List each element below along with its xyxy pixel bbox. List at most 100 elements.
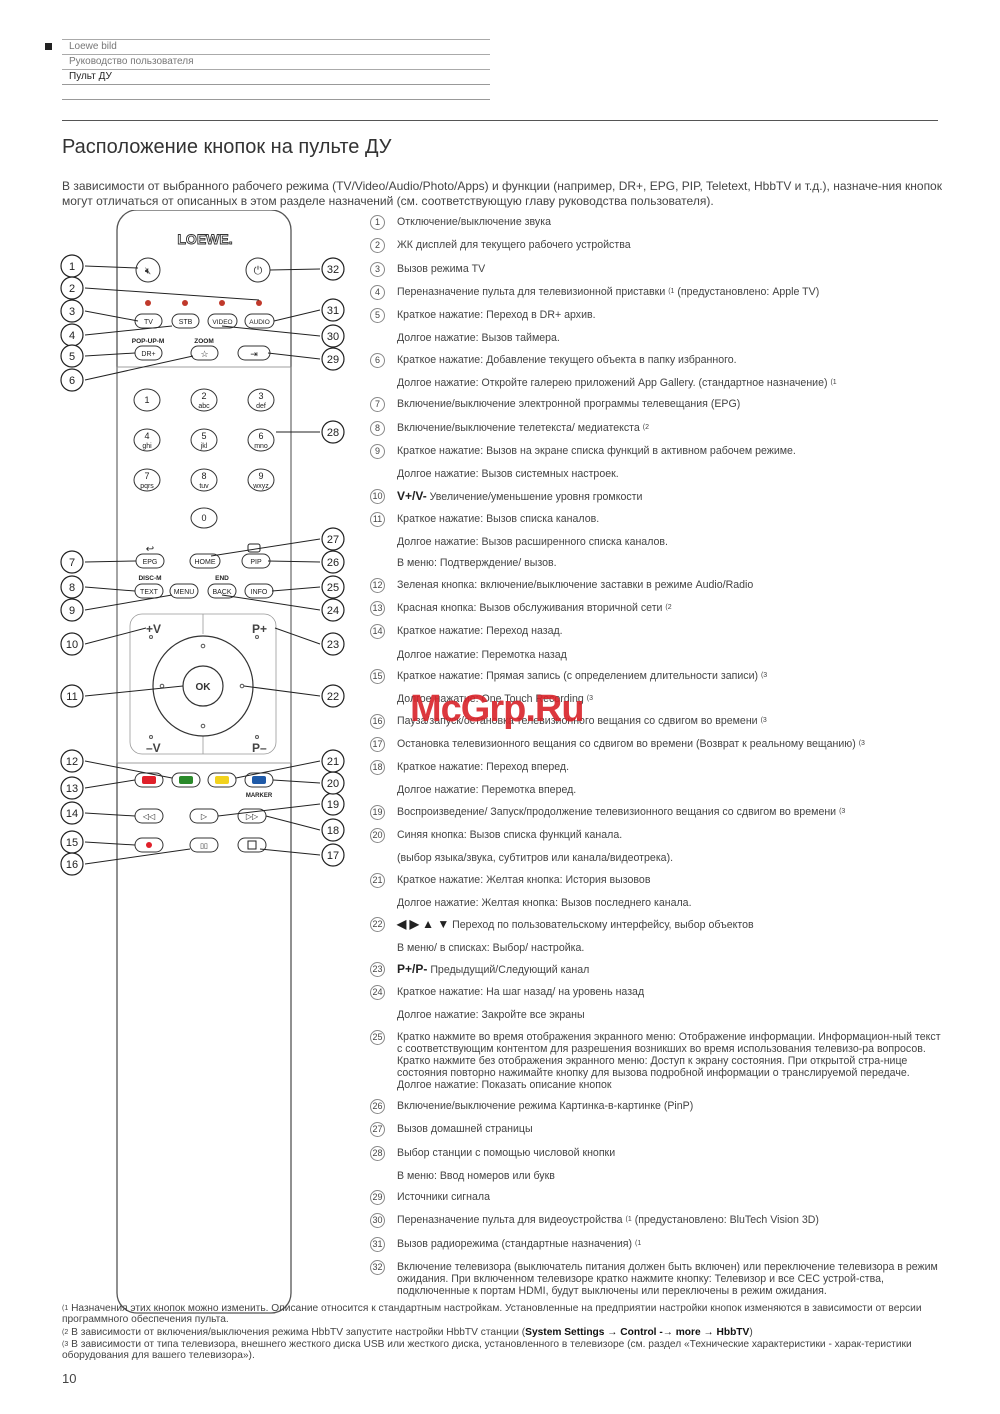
favorite-button[interactable]: ☆ [190,345,219,361]
rewind-button[interactable]: ◁◁ [134,808,164,824]
callout-number: 12 [66,756,78,768]
key-0[interactable]: 0 [190,507,218,529]
home-button[interactable]: HOME [189,553,221,569]
program-down-label[interactable]: P– [252,741,267,755]
footnote-ref: (3 [858,739,865,747]
description-number: 30 [370,1213,385,1229]
description-number: 20 [370,828,385,844]
menu-button[interactable]: MENU [169,583,199,599]
back-button[interactable]: BACK [207,583,237,599]
rewind-icon: ◁◁ [143,812,156,821]
key-1[interactable]: 1 [133,388,161,412]
callout-30: 30 [321,324,345,348]
pause-button[interactable]: ▯▯ [189,837,219,853]
callout-number: 7 [69,557,75,569]
yellow-button[interactable] [207,772,237,788]
key-8-digit: 8 [201,471,206,481]
callout-24: 24 [321,598,345,622]
description-text: Синяя кнопка: Вызов списка функций канал… [397,829,623,842]
volume-up-label[interactable]: +V [146,622,161,636]
footnote-3-text: В зависимости от типа телевизора, внешне… [62,1339,912,1361]
description-text: ЖК дисплей для текущего рабочего устройс… [397,239,631,252]
description-text: Зеленая кнопка: включение/выключение зас… [397,578,754,591]
green-button[interactable] [171,772,201,788]
video-button[interactable]: VIDEO [207,313,238,329]
remote-diagram: LOEWE. 🔇︎ ⏻ TV STB VIDEO AUDIO POP-UP-M … [60,210,345,1314]
stb-label: STB [179,319,193,326]
footnote-1-mark: (1 [62,1305,69,1312]
tv-button[interactable]: TV [134,313,163,329]
drplus-button[interactable]: DR+ [134,345,163,361]
callout-3: 3 [60,299,84,323]
nav-down-indicator [200,723,206,729]
volume-down-label[interactable]: –V [146,741,161,755]
play-icon: ▷ [201,812,208,821]
callout-32: 32 [321,257,345,281]
key-9-letters: wxyz [252,483,269,490]
description-text: Краткое нажатие: Вызов на экране списка … [397,444,796,457]
stop-button[interactable] [237,837,267,853]
callout-5: 5 [60,344,84,368]
description-number: 5 [370,308,385,324]
callout-7: 7 [60,550,84,574]
audio-button[interactable]: AUDIO [244,313,275,329]
description-key: P+/P- [397,961,428,976]
description-line: В меню: Подтверждение/ вызов. [397,557,945,569]
description-line-text: Долгое нажатие: Откройте галерею приложе… [397,377,828,390]
ok-label: OK [196,682,212,693]
stb-button[interactable]: STB [171,313,200,329]
callout-number: 27 [327,534,339,546]
key-4-letters: ghi [142,443,152,450]
header-rule [62,84,490,85]
description-text: Вызов домашней страницы [397,1123,533,1136]
callout-26: 26 [321,550,345,574]
footnote-ref: (3 [760,671,768,679]
callout-number: 16 [66,859,78,871]
source-button[interactable]: ⇥ [237,345,271,361]
info-button[interactable]: INFO [244,583,274,599]
description-text: Воспроизведение/ Запуск/продолжение теле… [397,805,837,818]
description-line: В меню: Ввод номеров или букв [397,1170,945,1182]
discm-label: DISC-M [138,575,161,582]
fast-forward-icon: ▷▷ [246,812,259,821]
callout-23: 23 [321,632,345,656]
description-text: Выбор станции с помощью числовой кнопки [397,1146,616,1159]
description-22: 22◀ ▶ ▲ ▼ Переход по пользовательскому и… [370,917,945,954]
info-label: INFO [251,589,268,596]
program-up-label[interactable]: P+ [252,622,267,636]
epg-button[interactable]: EPG [135,553,165,569]
description-line-text: Долгое нажатие: One Touch Recording [397,693,584,706]
play-button[interactable]: ▷ [189,808,219,824]
description-number: 7 [370,397,385,413]
text-button[interactable]: TEXT [134,583,164,599]
pip-button[interactable]: PIP [241,553,271,569]
mute-button[interactable] [135,257,161,283]
record-button[interactable] [134,837,164,853]
description-text: Включение телевизора (выключатель питани… [397,1261,938,1298]
zoom-label: ZOOM [194,338,214,345]
input-source-icon: ⇥ [250,349,258,359]
description-text-extra: (предустановлено: BluTech Vision 3D) [634,1214,819,1227]
footnote-2-close: ) [749,1327,753,1338]
description-line: Долгое нажатие: Желтая кнопка: Вызов пос… [397,897,945,909]
